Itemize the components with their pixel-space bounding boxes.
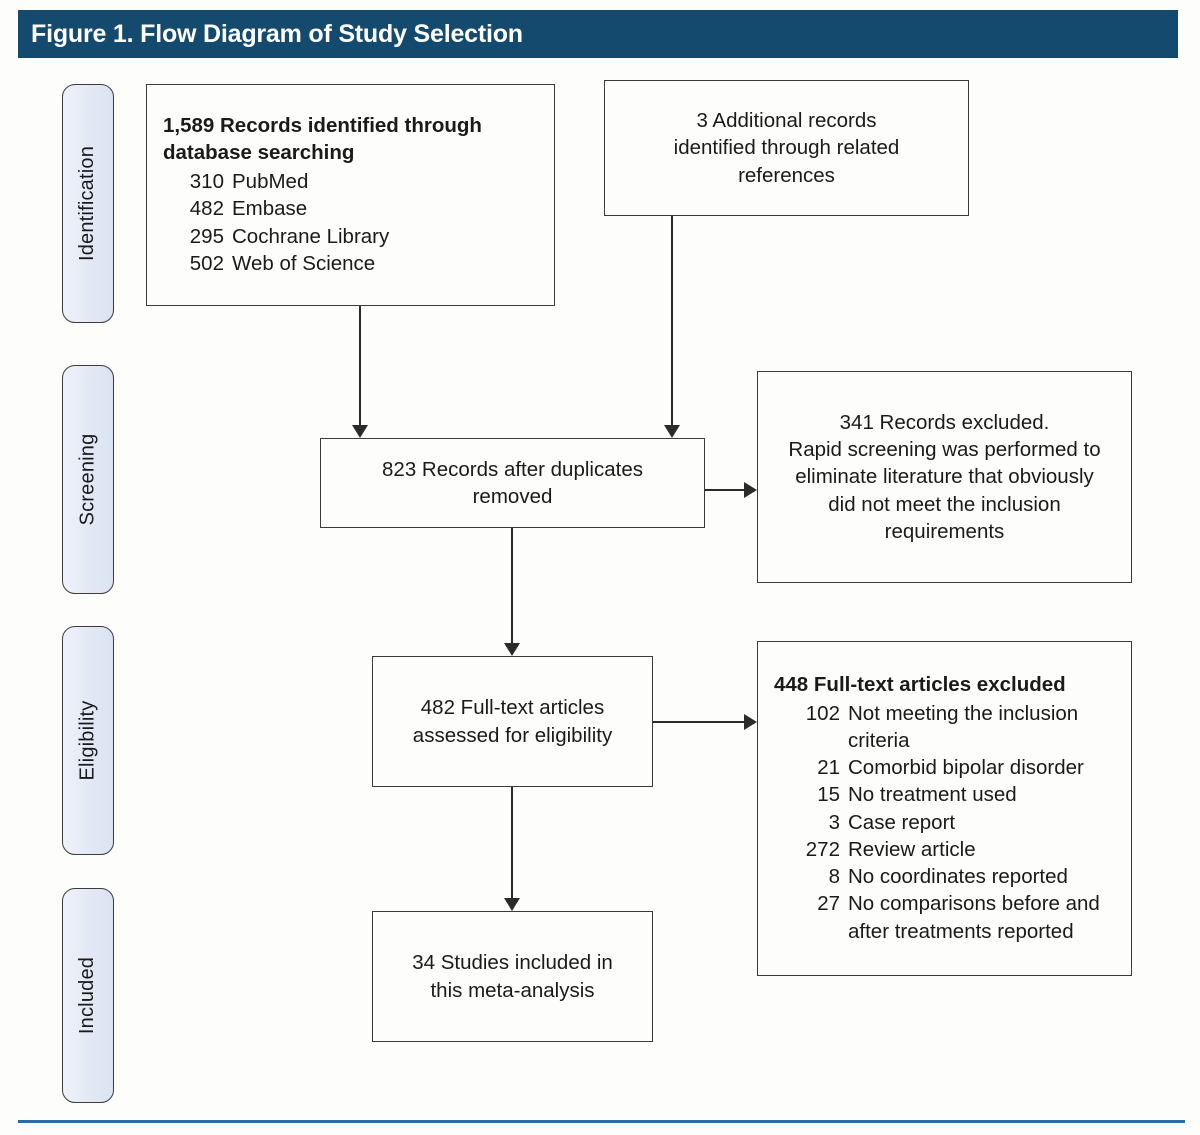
- fulltext-excluded-heading: 448 Full-text articles excluded: [774, 673, 1066, 697]
- source-row: 310 PubMed: [180, 168, 538, 195]
- connector-duplicates-to-fulltext: [511, 528, 514, 643]
- reason-row: 3 Case report: [782, 809, 1115, 836]
- stage-pill-screening: Screening: [62, 365, 114, 594]
- reason-row: 27 No comparisons before and after treat…: [782, 890, 1115, 945]
- connector-identified-to-duplicates: [359, 306, 362, 425]
- source-row: 502 Web of Science: [180, 250, 538, 277]
- stage-label-eligibility: Eligibility: [76, 700, 99, 781]
- stage-pill-eligibility: Eligibility: [62, 626, 114, 855]
- reason-label: Case report: [848, 810, 956, 834]
- figure-title: Figure 1. Flow Diagram of Study Selectio…: [31, 19, 523, 48]
- source-count: 502: [189, 251, 224, 275]
- connector-fulltext-to-excluded: [653, 721, 744, 724]
- records-excluded-text: 341 Records excluded. Rapid screening wa…: [788, 411, 1101, 543]
- stage-pill-included: Included: [62, 888, 114, 1103]
- footer-rule: [18, 1120, 1185, 1123]
- stage-label-identification: Identification: [76, 145, 99, 262]
- additional-records-text: 3 Additional records identified through …: [673, 109, 900, 187]
- reason-label: Not meeting the inclusion criteria: [848, 701, 1079, 752]
- connector-duplicates-to-excluded: [705, 489, 744, 492]
- box-records-identified: 1,589 Records identified through databas…: [146, 84, 555, 306]
- box-records-identified-content: 1,589 Records identified through databas…: [147, 113, 554, 277]
- box-fulltext-excluded-content: 448 Full-text articles excluded 102 Not …: [758, 672, 1131, 945]
- figure-header-bar: Figure 1. Flow Diagram of Study Selectio…: [18, 10, 1178, 58]
- after-duplicates-text: 823 Records after duplicates removed: [382, 457, 643, 508]
- reason-count: 27: [817, 892, 840, 916]
- source-row: 295 Cochrane Library: [180, 223, 538, 250]
- reason-count: 15: [817, 783, 840, 807]
- fulltext-excluded-reason-list: 102 Not meeting the inclusion criteria 2…: [774, 700, 1115, 945]
- reason-count: 102: [805, 701, 840, 725]
- stage-pill-identification: Identification: [62, 84, 114, 323]
- reason-row: 8 No coordinates reported: [782, 863, 1115, 890]
- arrowhead-fulltext-to-included: [504, 898, 520, 911]
- source-row: 482 Embase: [180, 195, 538, 222]
- source-name: PubMed: [232, 170, 309, 194]
- source-count: 310: [189, 170, 224, 194]
- connector-additional-to-duplicates: [671, 216, 674, 425]
- reason-count: 3: [828, 810, 840, 834]
- reason-row: 15 No treatment used: [782, 781, 1115, 808]
- box-records-excluded: 341 Records excluded. Rapid screening wa…: [757, 371, 1132, 583]
- studies-included-text: 34 Studies included in this meta-analysi…: [412, 951, 613, 1002]
- reason-count: 8: [828, 865, 840, 889]
- box-studies-included: 34 Studies included in this meta-analysi…: [372, 911, 653, 1042]
- reason-row: 272 Review article: [782, 836, 1115, 863]
- arrowhead-identified-to-duplicates: [352, 425, 368, 438]
- arrowhead-fulltext-to-excluded: [744, 714, 757, 730]
- reason-label: No treatment used: [848, 783, 1017, 807]
- arrowhead-duplicates-to-excluded: [744, 482, 757, 498]
- reason-row: 102 Not meeting the inclusion criteria: [782, 700, 1115, 755]
- source-name: Embase: [232, 197, 308, 221]
- box-additional-records: 3 Additional records identified through …: [604, 80, 969, 216]
- box-after-duplicates: 823 Records after duplicates removed: [320, 438, 705, 528]
- box-fulltext-assessed: 482 Full-text articles assessed for elig…: [372, 656, 653, 787]
- reason-label: Comorbid bipolar disorder: [848, 756, 1084, 780]
- source-count: 295: [189, 224, 224, 248]
- source-count: 482: [189, 197, 224, 221]
- arrowhead-additional-to-duplicates: [664, 425, 680, 438]
- reason-label: Review article: [848, 837, 976, 861]
- stage-label-included: Included: [76, 956, 99, 1035]
- reason-row: 21 Comorbid bipolar disorder: [782, 754, 1115, 781]
- reason-label: No coordinates reported: [848, 865, 1068, 889]
- stage-label-screening: Screening: [76, 433, 99, 526]
- reason-count: 21: [817, 756, 840, 780]
- box-fulltext-excluded: 448 Full-text articles excluded 102 Not …: [757, 641, 1132, 976]
- records-identified-source-list: 310 PubMed 482 Embase 295 Cochrane Libra…: [163, 168, 538, 277]
- reason-count: 272: [805, 837, 840, 861]
- fulltext-assessed-text: 482 Full-text articles assessed for elig…: [412, 696, 613, 747]
- source-name: Cochrane Library: [232, 224, 390, 248]
- reason-label: No comparisons before and after treatmen…: [848, 892, 1100, 943]
- records-identified-heading: 1,589 Records identified through databas…: [163, 113, 482, 164]
- source-name: Web of Science: [232, 251, 376, 275]
- connector-fulltext-to-included: [511, 787, 514, 898]
- arrowhead-duplicates-to-fulltext: [504, 643, 520, 656]
